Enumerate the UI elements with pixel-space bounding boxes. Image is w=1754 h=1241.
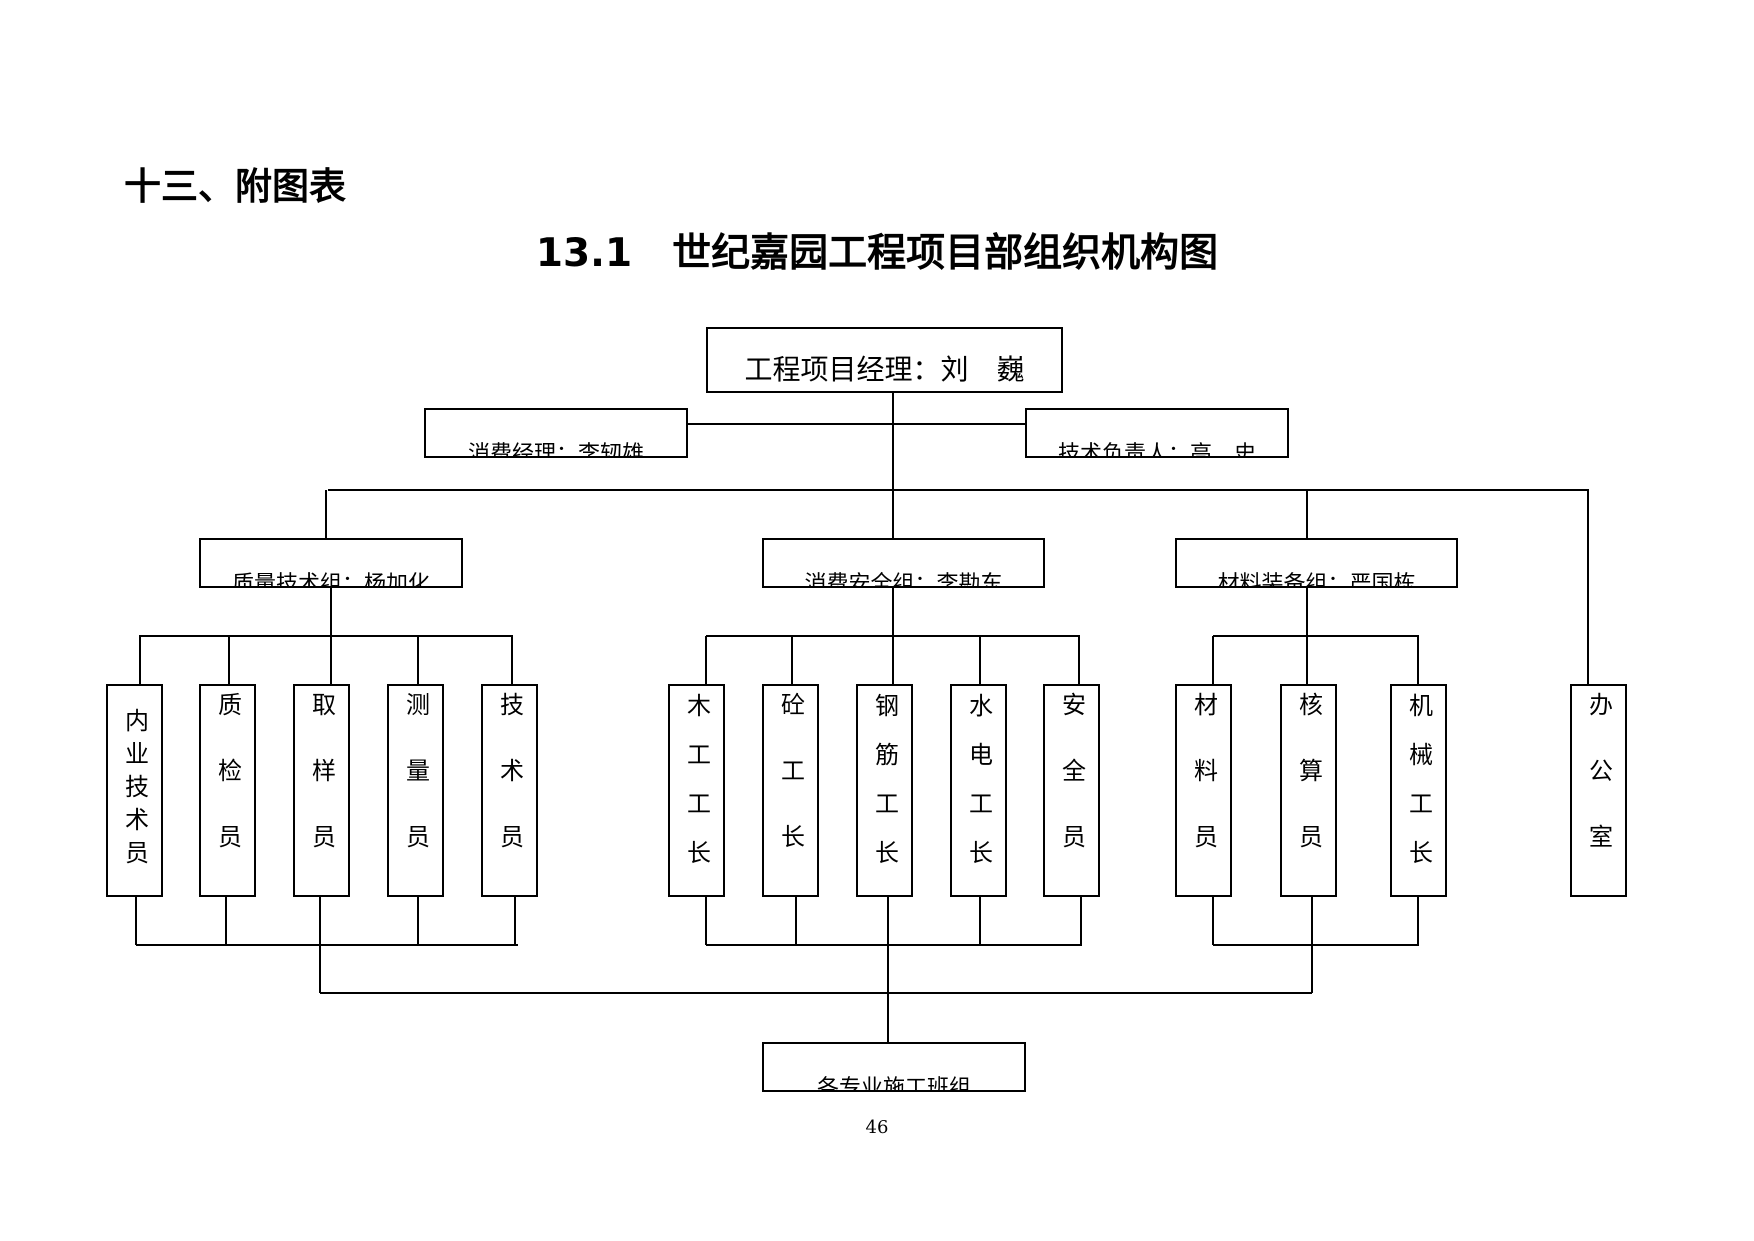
office-box: 办公室 <box>1570 684 1627 897</box>
staff-box: 钢筋工长 <box>856 684 913 897</box>
staff-label: 取样员 <box>307 691 336 890</box>
staff-label: 水电工长 <box>964 692 993 889</box>
staff-box: 水电工长 <box>950 684 1007 897</box>
staff-box: 机械工长 <box>1390 684 1447 897</box>
staff-label: 砼工长 <box>776 691 805 890</box>
technical-lead-box: 技术负责人：高 史 <box>1025 408 1289 458</box>
staff-box: 砼工长 <box>762 684 819 897</box>
office-label: 办公室 <box>1584 691 1613 890</box>
staff-label: 技术员 <box>495 691 524 890</box>
chart-title: 13.1 世纪嘉园工程项目部组织机构图 <box>0 222 1754 278</box>
trade-crews-label: 各专业施工班组 <box>816 1076 971 1092</box>
project-manager-box: 工程项目经理：刘 巍 <box>706 327 1063 393</box>
staff-label: 机械工长 <box>1404 692 1433 889</box>
chart-title-text: 世纪嘉园工程项目部组织机构图 <box>672 231 1219 276</box>
safety-group-box: 消费安全组：李勘东 <box>762 538 1045 588</box>
staff-label: 木工工长 <box>682 692 711 889</box>
section-heading: 十三、附图表 <box>124 165 346 208</box>
chart-title-number: 13.1 <box>535 231 633 276</box>
staff-box: 技术员 <box>481 684 538 897</box>
staff-box: 取样员 <box>293 684 350 897</box>
staff-label: 内业技术员 <box>120 708 149 873</box>
page-number: 46 <box>865 1117 889 1138</box>
staff-label: 质检员 <box>213 691 242 890</box>
trade-crews-box: 各专业施工班组 <box>762 1042 1026 1092</box>
group-label: 质量技术组：杨加化 <box>231 572 430 588</box>
staff-label: 测量员 <box>401 691 430 890</box>
staff-label: 安全员 <box>1057 691 1086 890</box>
staff-box: 质检员 <box>199 684 256 897</box>
group-label: 消费安全组：李勘东 <box>804 572 1003 588</box>
staff-box: 木工工长 <box>668 684 725 897</box>
staff-label: 钢筋工长 <box>870 692 899 889</box>
quality-group-box: 质量技术组：杨加化 <box>199 538 463 588</box>
production-manager-box: 消费经理：李轫雄 <box>424 408 688 458</box>
staff-box: 内业技术员 <box>106 684 163 897</box>
production-manager-label: 消费经理：李轫雄 <box>467 442 644 458</box>
staff-box: 测量员 <box>387 684 444 897</box>
staff-box: 安全员 <box>1043 684 1100 897</box>
staff-box: 材料员 <box>1175 684 1232 897</box>
staff-box: 核算员 <box>1280 684 1337 897</box>
staff-label: 材料员 <box>1189 691 1218 890</box>
project-manager-label: 工程项目经理：刘 巍 <box>744 353 1025 386</box>
material-group-box: 材料装备组：严国栋 <box>1175 538 1458 588</box>
group-label: 材料装备组：严国栋 <box>1217 572 1416 588</box>
staff-label: 核算员 <box>1294 691 1323 890</box>
technical-lead-label: 技术负责人：高 史 <box>1057 442 1256 458</box>
